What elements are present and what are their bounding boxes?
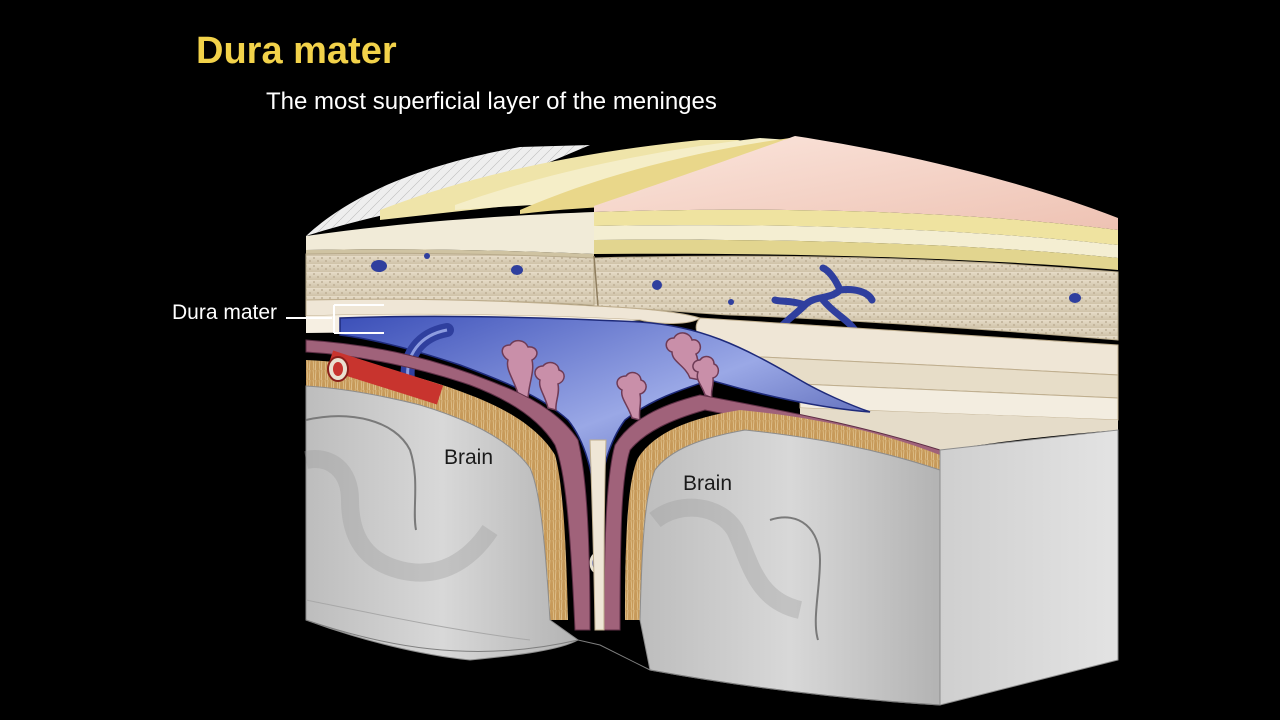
dura-callout-bracket <box>286 304 384 334</box>
slide-subtitle: The most superficial layer of the mening… <box>266 88 717 115</box>
brain-right-block <box>639 429 1119 706</box>
dura-band-right <box>695 317 1119 452</box>
brain-right-label: Brain <box>683 472 733 495</box>
arachnoid-granulations <box>501 332 720 422</box>
dura-mater-label: Dura mater <box>172 301 278 324</box>
brain-left-label: Brain <box>444 446 494 469</box>
brain-left-block <box>304 385 579 661</box>
scalp-layers <box>306 136 1118 270</box>
slide-title: Dura mater <box>196 30 397 72</box>
pia-tissue <box>306 360 940 620</box>
